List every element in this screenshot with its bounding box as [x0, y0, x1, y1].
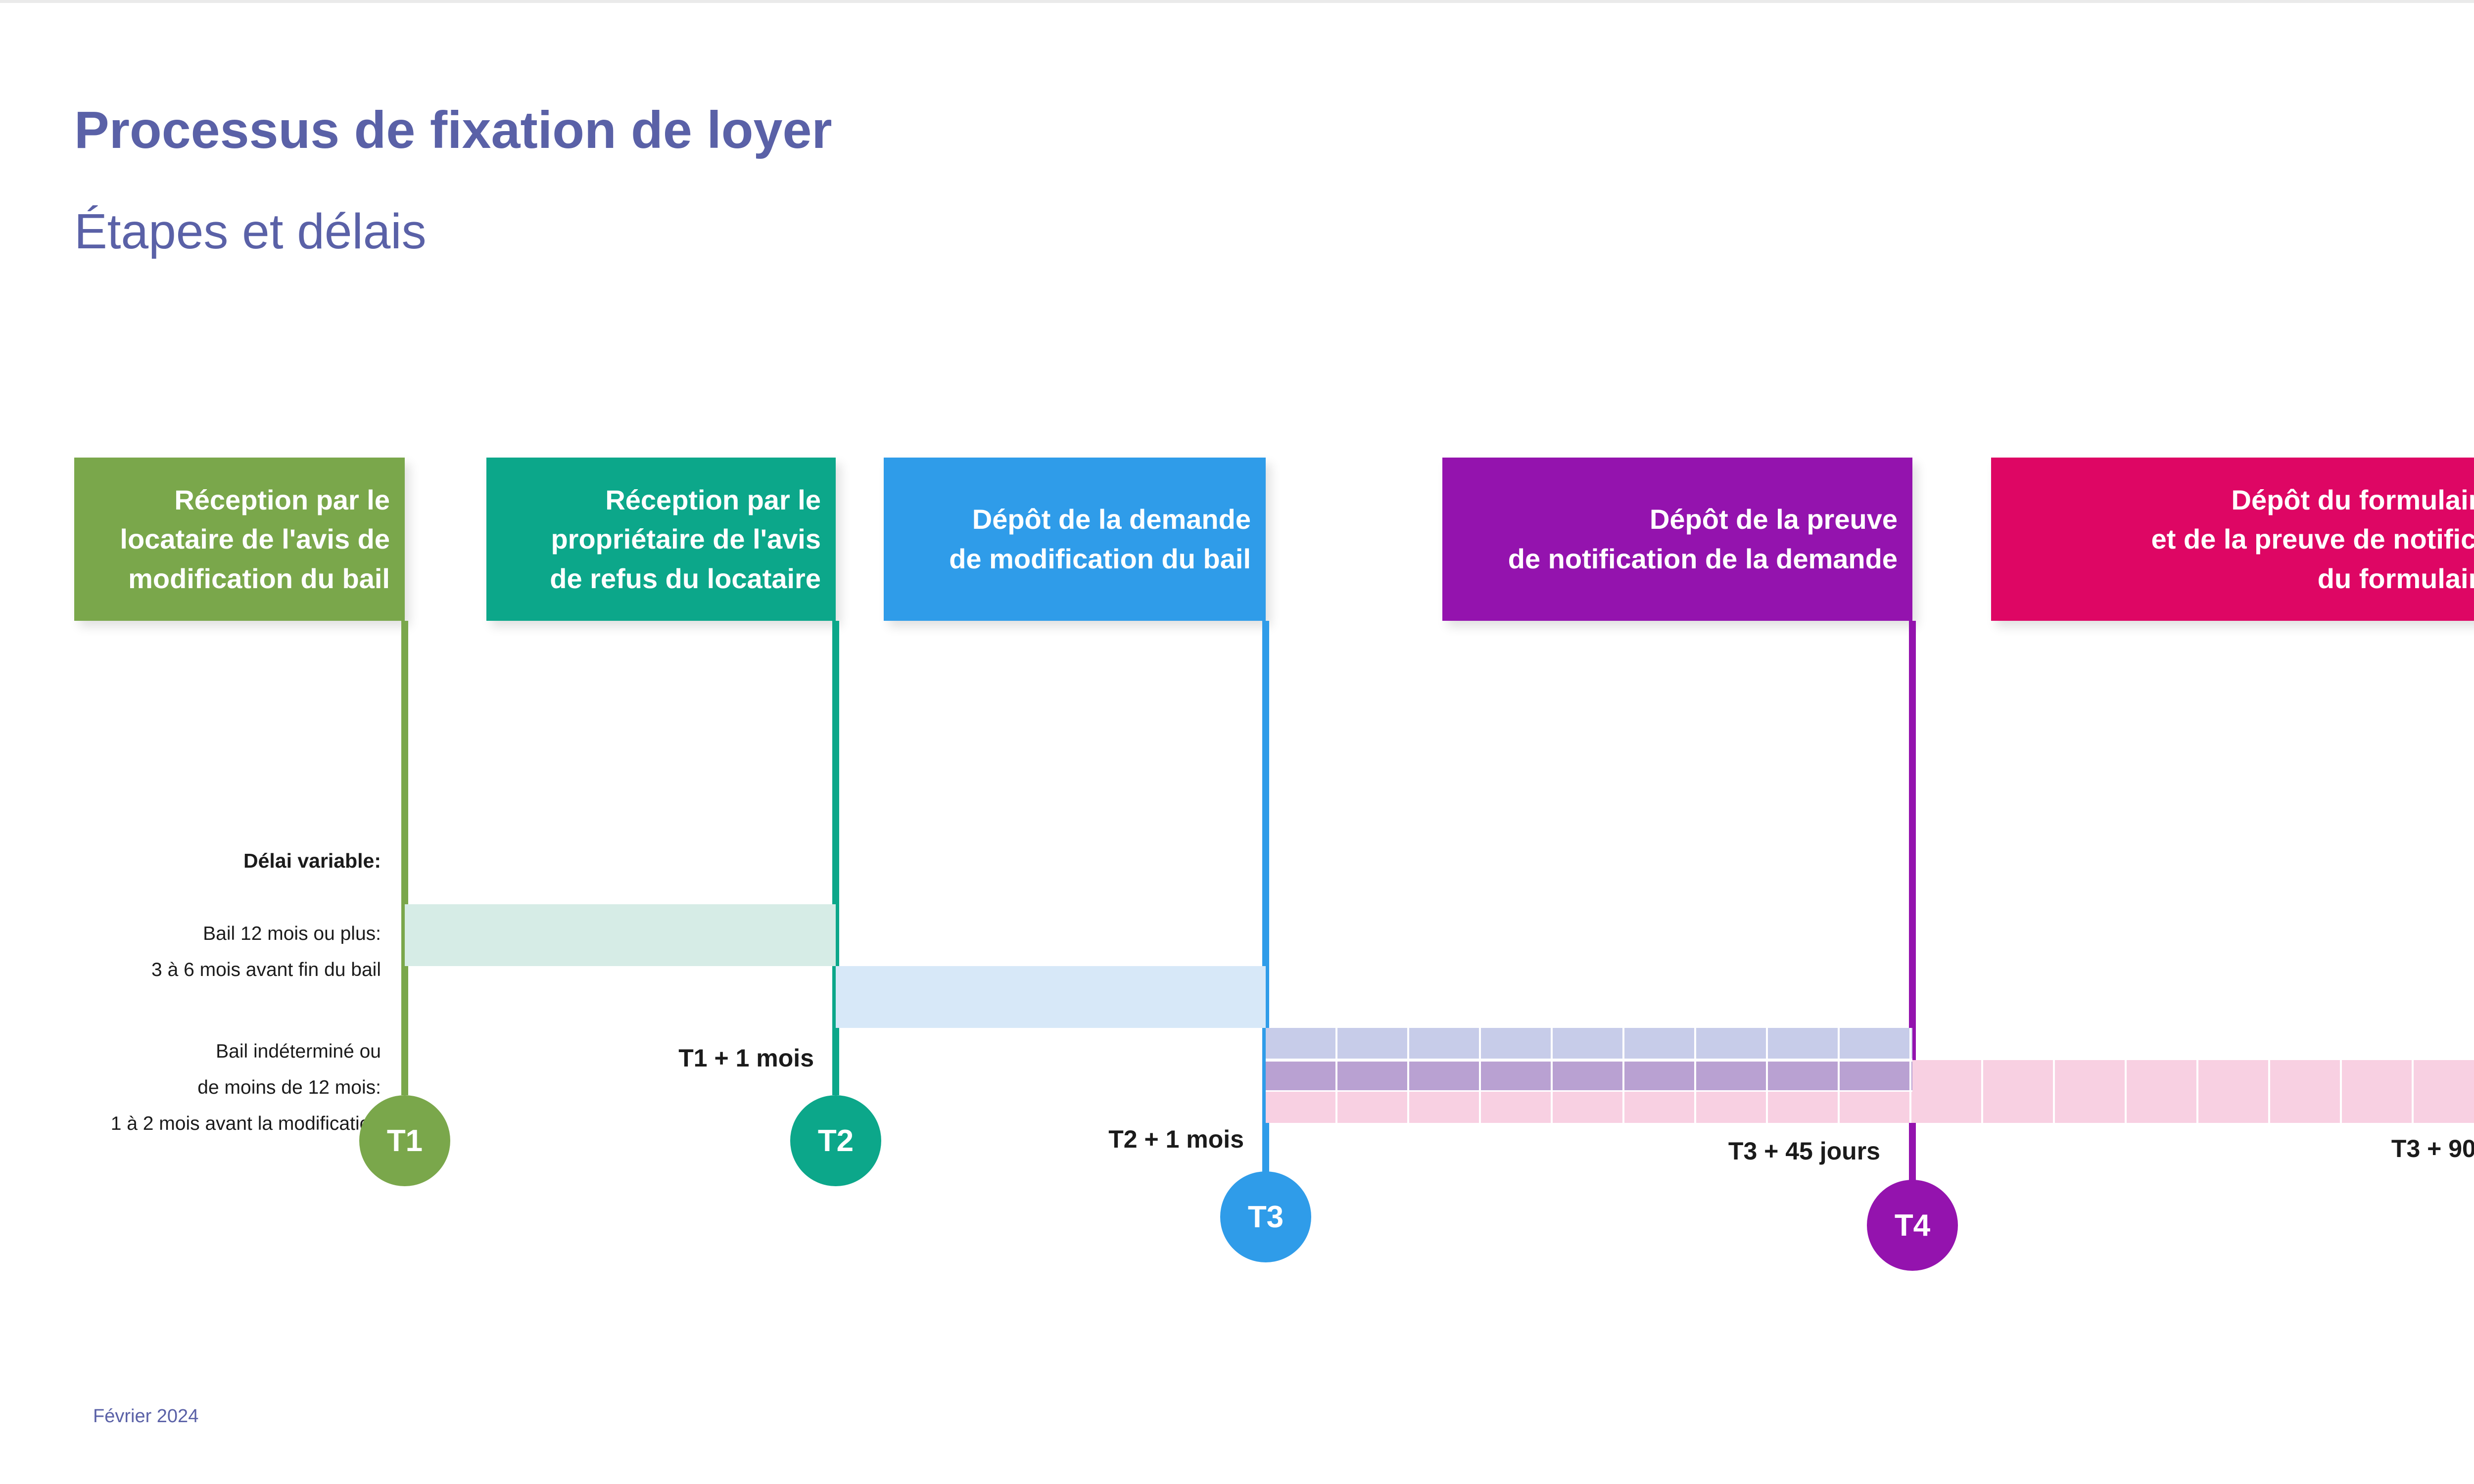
- delay-label-t3-plus-45-jours: T3 + 45 jours: [1728, 1137, 1880, 1165]
- delay-label-t2-plus-1-mois: T2 + 1 mois: [1108, 1125, 1244, 1153]
- variable-delay-case-short: Bail indéterminé ou de moins de 12 mois:…: [110, 1041, 381, 1134]
- page-title: Processus de fixation de loyer: [74, 101, 832, 159]
- delay-band-t3-t4: [1266, 1028, 1912, 1060]
- step-box-t2-label: Réception par le propriétaire de l'avis …: [550, 484, 821, 594]
- milestone-node-t2: T2: [790, 1095, 881, 1186]
- milestone-node-t3-label: T3: [1247, 1200, 1284, 1234]
- timeline-stem-t1: [401, 621, 408, 1095]
- delay-band-t1-t2: [405, 904, 836, 966]
- step-box-t2: Réception par le propriétaire de l'avis …: [486, 458, 836, 621]
- milestone-node-t1-label: T1: [386, 1123, 423, 1158]
- step-box-t4-label: Dépôt de la preuve de notification de la…: [1508, 504, 1898, 574]
- delay-label-t3-plus-90-jours: T3 + 90 jours: [2391, 1135, 2474, 1162]
- delay-label-t1-plus-1-mois: T1 + 1 mois: [678, 1044, 814, 1072]
- step-box-t1-label: Réception par le locataire de l'avis de …: [120, 484, 390, 594]
- milestone-node-t2-label: T2: [817, 1123, 854, 1158]
- milestone-node-t1: T1: [359, 1095, 450, 1186]
- milestone-node-t4: T4: [1867, 1180, 1958, 1271]
- page-subtitle: Étapes et délais: [74, 204, 427, 259]
- top-border-line: [0, 0, 2474, 3]
- milestone-node-t4-label: T4: [1894, 1208, 1931, 1243]
- step-box-t3: Dépôt de la demande de modification du b…: [884, 458, 1266, 621]
- step-box-t4: Dépôt de la preuve de notification de la…: [1442, 458, 1912, 621]
- variable-delay-title: Délai variable:: [243, 849, 381, 872]
- step-box-t1: Réception par le locataire de l'avis de …: [74, 458, 405, 621]
- delay-band-overlap-t3-t4: [1266, 1060, 1912, 1092]
- step-box-t3-label: Dépôt de la demande de modification du b…: [949, 504, 1251, 574]
- variable-delay-case-long: Bail 12 mois ou plus: 3 à 6 mois avant f…: [151, 923, 381, 980]
- milestone-node-t3: T3: [1220, 1171, 1311, 1262]
- delay-band-t2-t3: [836, 966, 1266, 1028]
- footer-date: Février 2024: [93, 1406, 199, 1427]
